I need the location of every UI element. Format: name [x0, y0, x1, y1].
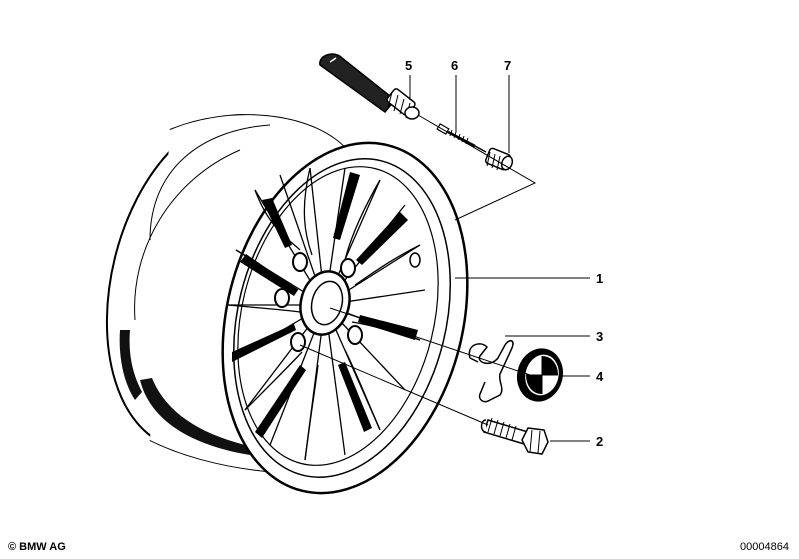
valve-core — [436, 123, 487, 153]
callout-6: 6 — [451, 58, 458, 73]
lug-hole — [290, 332, 306, 352]
valve-cap — [484, 147, 514, 171]
lug-hole — [274, 288, 290, 308]
hub-cap-emblem — [516, 348, 564, 402]
lug-hole — [340, 258, 356, 278]
wheel-front-rim-inner — [232, 158, 452, 478]
wheel-bolt — [480, 417, 549, 455]
lug-hole — [292, 252, 308, 272]
wheel-shadow — [140, 378, 250, 455]
wheel-hub-inner — [310, 280, 344, 326]
wheel-barrel-line — [149, 124, 271, 241]
spring-clip — [468, 340, 514, 403]
lug-hole — [347, 325, 363, 345]
valve-stem — [319, 53, 420, 120]
callout-3: 3 — [596, 329, 603, 344]
callout-1: 1 — [596, 271, 603, 286]
wheel-spoke-ring — [237, 166, 439, 466]
callout-7: 7 — [504, 58, 511, 73]
alloy-wheel — [105, 114, 469, 495]
wheel-shadow — [119, 330, 142, 400]
wheel-barrel-line — [134, 149, 241, 321]
callout-2: 2 — [596, 434, 603, 449]
wheel-spoke-shading — [232, 172, 418, 438]
valve-hole — [409, 252, 421, 268]
copyright-notice: © BMW AG — [8, 541, 66, 553]
document-number: 00004864 — [740, 541, 789, 553]
callout-5: 5 — [405, 58, 412, 73]
leader-lines — [299, 75, 590, 442]
callout-4: 4 — [596, 369, 604, 384]
